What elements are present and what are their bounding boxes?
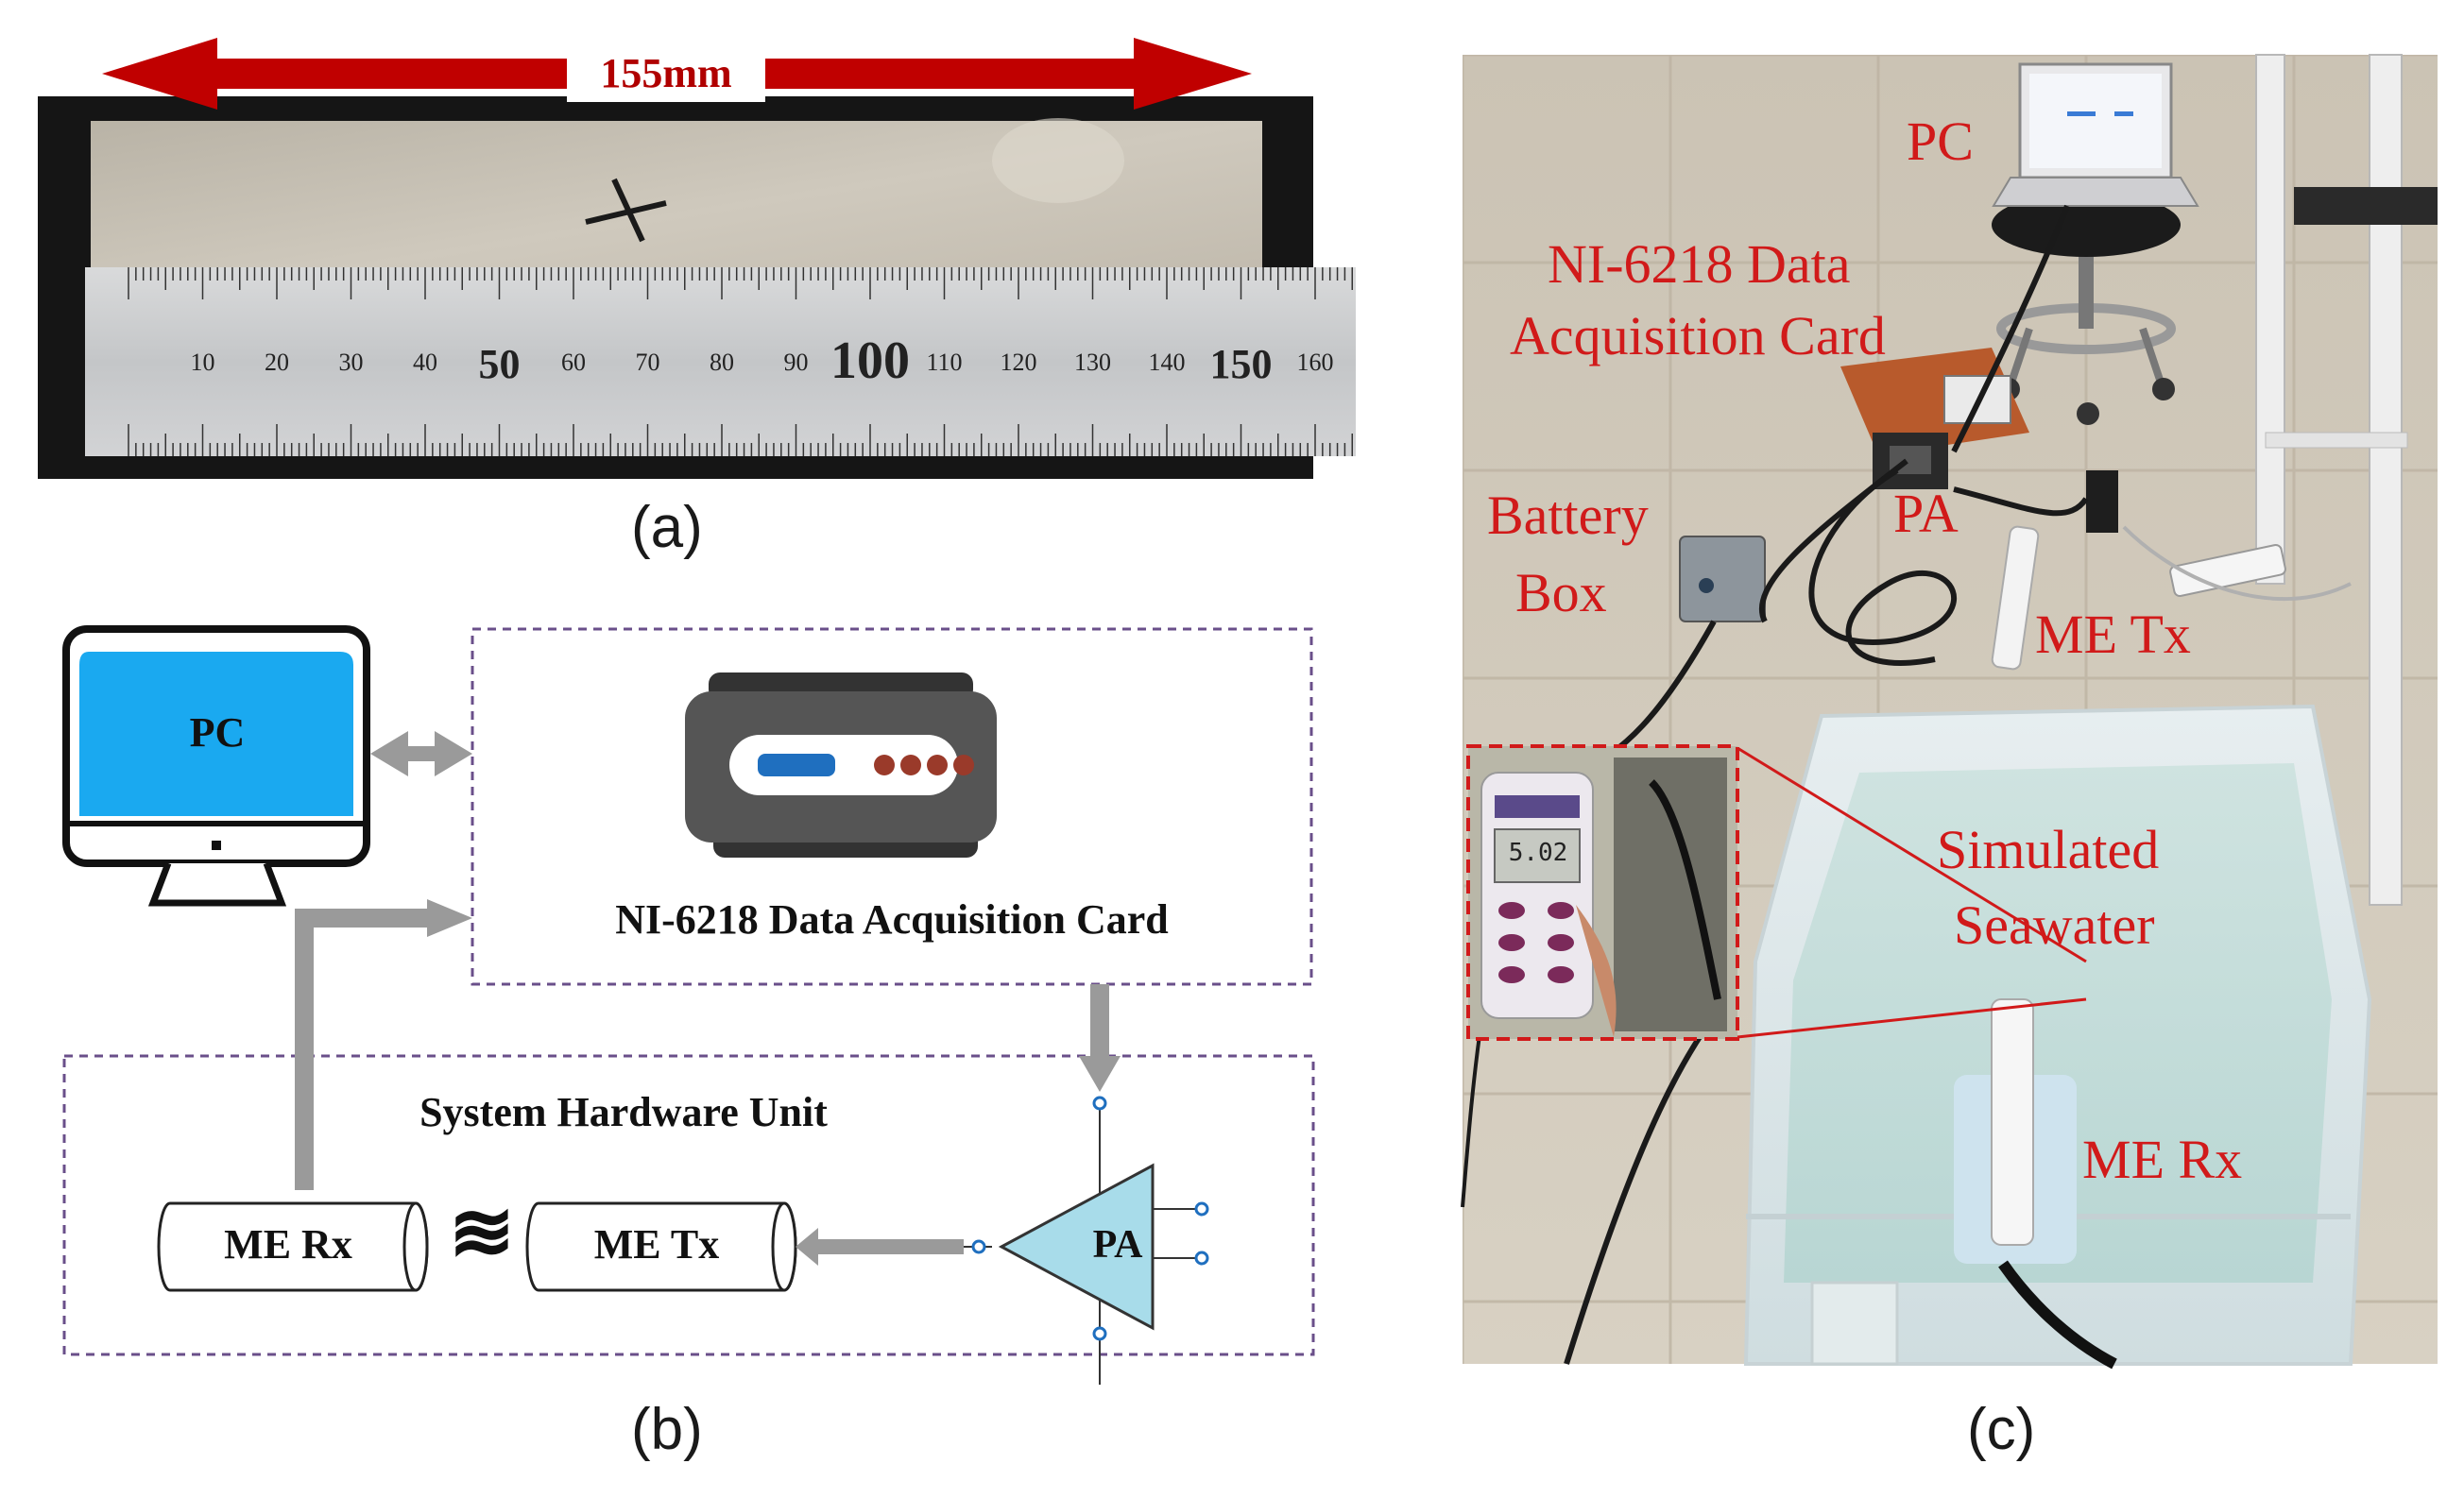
- daq-label: NI-6218 Data Acquisition Card: [615, 896, 1169, 943]
- panel-a-photo: 10 20 30 40 50 60 70 80 90 100 110 120 130 140 150 160: [38, 38, 1356, 479]
- ruler-number: 110: [926, 349, 962, 376]
- conductivity-meter-inset: [1466, 744, 1739, 1041]
- me-rx-device: [1954, 998, 2117, 1370]
- battery-box: [1679, 536, 1766, 622]
- pc-monitor-icon: [62, 625, 370, 907]
- ruler-number: 40: [413, 349, 437, 376]
- ruler-number: 120: [1001, 349, 1037, 376]
- label-water-line1: Simulated: [1937, 819, 2160, 880]
- label-battery-line1: Battery: [1487, 485, 1649, 546]
- me-tx-label: ME Tx: [593, 1221, 720, 1268]
- me-rx-label: ME Rx: [224, 1221, 352, 1268]
- ruler-number: 10: [191, 349, 215, 376]
- pc-daq-link-arrow: [370, 731, 472, 776]
- callout-line-top: [1737, 746, 2087, 963]
- ruler-number: 140: [1149, 349, 1186, 376]
- ruler-number: 80: [710, 349, 734, 376]
- block-diagram: [62, 625, 1315, 1385]
- daq-device-icon: [685, 672, 997, 858]
- label-pc: PC: [1907, 111, 1974, 172]
- ruler-number: 50: [479, 341, 521, 387]
- caption-c: (c): [1967, 1397, 2036, 1462]
- pa-label: PA: [1092, 1223, 1143, 1267]
- ruler-ticks: [128, 267, 1353, 456]
- label-water-line2: Seawater: [1954, 894, 2155, 956]
- ruler-number: 70: [636, 349, 660, 376]
- ruler-number: 160: [1297, 349, 1334, 376]
- callout-line-bottom: [1737, 997, 2087, 1039]
- rx-to-daq-arrow: [295, 899, 472, 1190]
- seawater-tub: [1743, 704, 2372, 1366]
- meter-reading: 5.02: [1508, 839, 1568, 867]
- me-tx-cylinder: [525, 1201, 797, 1292]
- hardware-unit-label: System Hardware Unit: [419, 1089, 828, 1135]
- daq-to-pa-arrow: [1079, 984, 1121, 1092]
- lab-bench: [2255, 54, 2438, 906]
- ruler-number: 60: [561, 349, 586, 376]
- pc-label: PC: [189, 709, 246, 756]
- caption-b: (b): [631, 1397, 703, 1462]
- label-me-tx: ME Tx: [2035, 604, 2191, 665]
- panel-c: 5.02 PC NI-6218 Data Acquisition Card Ba…: [1461, 54, 2438, 1370]
- label-pa: PA: [1893, 483, 1959, 544]
- ruler-number: 20: [265, 349, 289, 376]
- laptop-pc: [1992, 62, 2199, 207]
- daq-frame: [471, 627, 1313, 986]
- ruler-number: 30: [339, 349, 364, 376]
- steel-ruler: [85, 267, 1356, 456]
- label-daq-line2: Acquisition Card: [1510, 305, 1886, 366]
- ruler-number: 90: [784, 349, 809, 376]
- label-battery-line2: Box: [1515, 562, 1607, 623]
- label-daq-line1: NI-6218 Data: [1548, 233, 1851, 295]
- caption-a: (a): [631, 495, 703, 560]
- stool: [1992, 193, 2181, 425]
- dimension-label: 155mm: [567, 45, 765, 102]
- me-tx-device: [1991, 525, 2040, 671]
- hardware-frame: [62, 1054, 1315, 1356]
- wireless-symbol: ≋: [448, 1189, 516, 1277]
- me-rx-cylinder: [157, 1201, 429, 1292]
- panel-b: PC NI-6218 Data Acquisition Card System …: [57, 623, 1323, 1385]
- pa-amplifier-icon: [998, 1096, 1209, 1385]
- ruler-number: 100: [830, 332, 910, 390]
- cables: [1564, 204, 2089, 1365]
- power-strip: [2086, 470, 2286, 598]
- pa-to-tx-arrow: [796, 1228, 992, 1266]
- ruler-numbers: 10 20 30 40 50 60 70 80 90 100 110 120 130 140 150 160: [191, 332, 1334, 390]
- label-me-rx: ME Rx: [2082, 1129, 2243, 1190]
- lab-setup-photo: [1461, 54, 2438, 1370]
- ruler-number: 130: [1074, 349, 1111, 376]
- ruler-number: 150: [1210, 341, 1273, 387]
